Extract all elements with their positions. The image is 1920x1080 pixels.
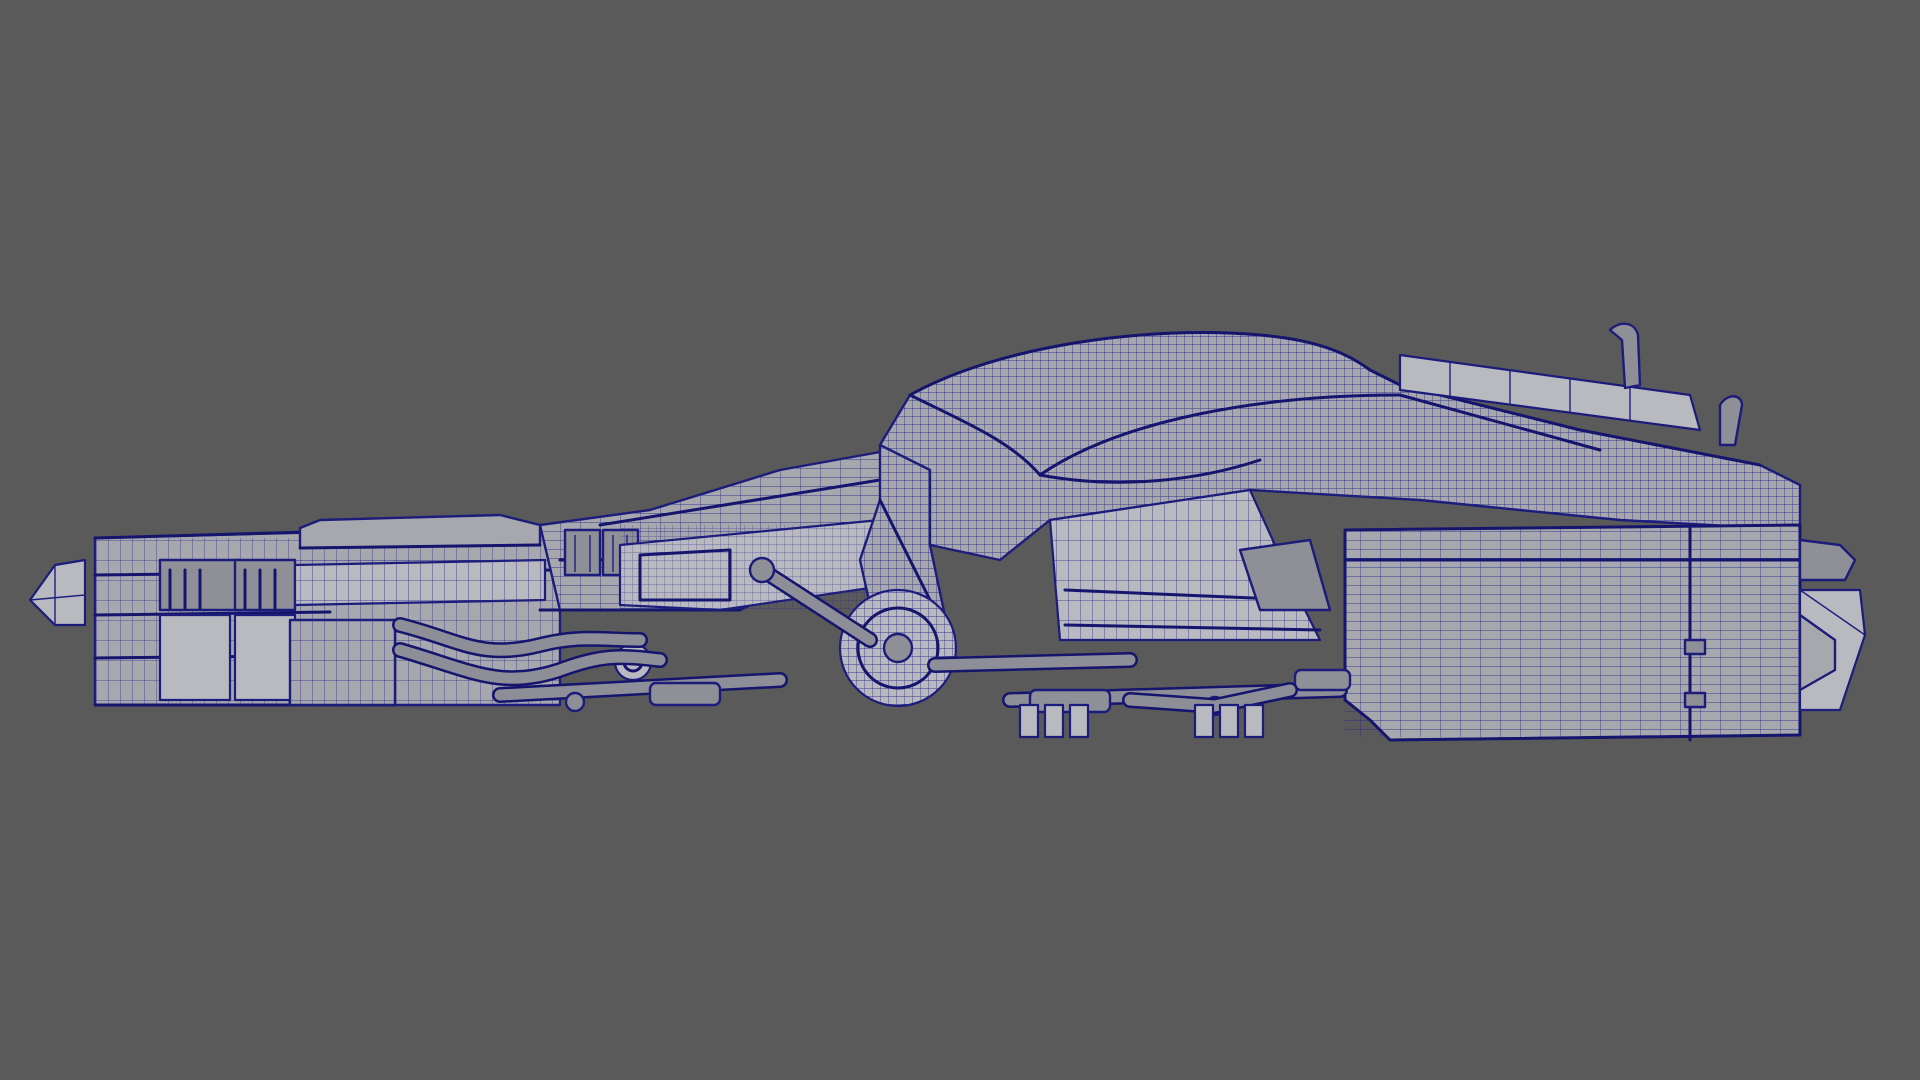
handle <box>1608 322 1744 447</box>
side-housing <box>618 518 892 612</box>
mid-side-panel <box>1048 488 1332 642</box>
front-nose <box>1798 538 1867 712</box>
linkage-arm <box>748 556 878 648</box>
suspension-rods <box>492 652 1352 717</box>
rear-tip <box>28 558 87 627</box>
wheel <box>838 588 958 708</box>
rear-upper-panel <box>293 513 547 607</box>
under-blocks <box>1018 703 1265 739</box>
seat-panel <box>1398 353 1702 432</box>
engine-housing <box>1343 523 1802 742</box>
hoses <box>392 617 668 687</box>
canopy <box>878 331 1802 562</box>
